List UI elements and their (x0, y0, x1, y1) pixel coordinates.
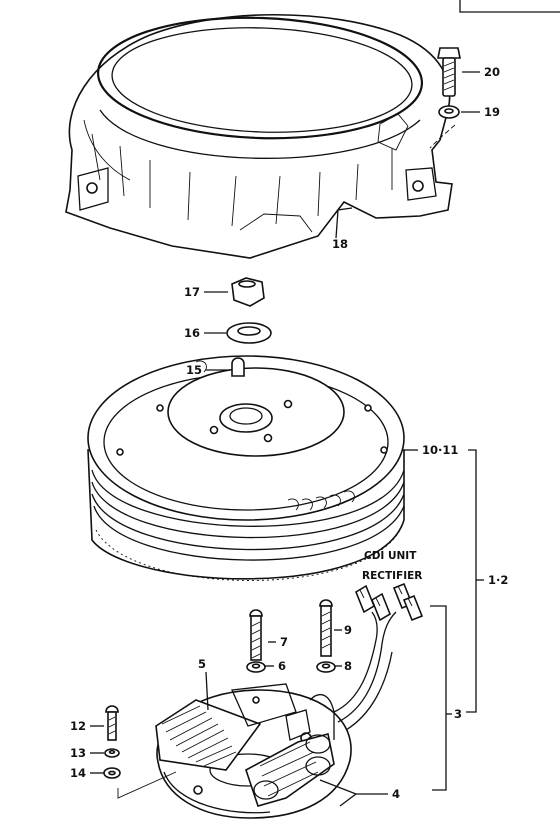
label-20: 20 (484, 65, 500, 79)
flywheel-washer (226, 322, 272, 344)
stator-bolt-7 (249, 609, 263, 661)
label-cdi-unit: CDI UNIT (364, 550, 417, 562)
flywheel-cover (65, 14, 453, 259)
label-8: 8 (344, 659, 352, 673)
part-labels: 20 19 18 17 16 15 10·11 CDI UNIT RECTIFI… (70, 65, 508, 801)
label-5: 5 (198, 657, 206, 671)
flywheel-nut (231, 277, 265, 307)
label-rectifier: RECTIFIER (362, 570, 422, 582)
label-7: 7 (280, 635, 288, 649)
stator-coil-right (245, 694, 335, 807)
washer-6 (246, 661, 266, 673)
stator-coil-left (155, 683, 297, 771)
flywheel (87, 355, 405, 581)
label-16: 16 (184, 326, 200, 340)
label-18: 18 (332, 237, 348, 251)
cover-washer (438, 105, 460, 119)
label-6: 6 (278, 659, 286, 673)
washer-14 (103, 767, 121, 779)
cdi-connectors (355, 582, 424, 622)
label-1-2: 1·2 (488, 573, 508, 587)
woodruff-key (231, 357, 245, 377)
leader-lines (90, 71, 484, 807)
label-9: 9 (344, 623, 352, 637)
frame-corner (459, 0, 560, 13)
label-13: 13 (70, 746, 86, 760)
washer-8 (316, 661, 336, 673)
screw-12 (105, 705, 119, 741)
stator-bolt-9 (319, 599, 333, 657)
cover-bolt (437, 47, 461, 97)
washer-13 (104, 748, 120, 758)
label-10-11: 10·11 (422, 443, 458, 457)
label-15: 15 (186, 363, 202, 377)
wire-harness (333, 611, 397, 731)
label-12: 12 (70, 719, 86, 733)
label-3: 3 (454, 707, 462, 721)
label-14: 14 (70, 766, 86, 780)
label-17: 17 (184, 285, 200, 299)
label-19: 19 (484, 105, 500, 119)
label-4: 4 (392, 787, 400, 801)
